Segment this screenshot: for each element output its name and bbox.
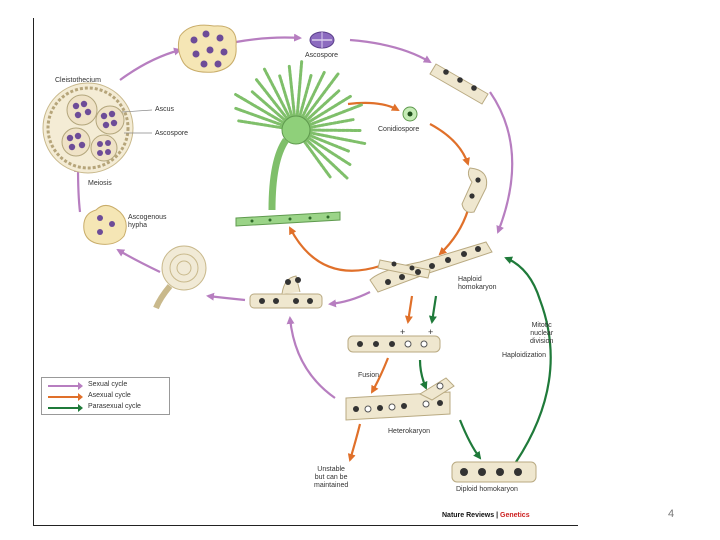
page-number: 4 bbox=[668, 508, 675, 520]
arrow-diploid-to-haploid bbox=[504, 256, 552, 463]
arrow-conidiophore-to-conidiospore bbox=[347, 101, 400, 111]
conidiophore bbox=[234, 58, 367, 227]
journal-credit: Nature Reviews | Genetics bbox=[442, 512, 530, 519]
label-ascogenous-hypha: Ascogenous hypha bbox=[128, 214, 167, 229]
arrow-haploid-to-plus-green bbox=[428, 295, 438, 324]
arrow-germ-to-haploid bbox=[438, 209, 470, 256]
arrow-cluster-to-ascospore bbox=[235, 33, 302, 44]
legend-label: Asexual cycle bbox=[88, 392, 131, 399]
arrow-conidiospore-to-germ bbox=[429, 123, 470, 166]
arrow-fused-to-coil bbox=[206, 292, 246, 302]
label-unstable: Unstable but can be maintained bbox=[314, 466, 349, 489]
haploid-homokaryon bbox=[369, 241, 493, 293]
fused-hyphae bbox=[249, 275, 323, 309]
conidia-chain bbox=[237, 119, 284, 130]
arrow-heterokaryon-to-diploid bbox=[458, 419, 482, 460]
label-plus-right: + bbox=[428, 327, 434, 337]
arrow-coil-to-ascogenous bbox=[116, 248, 161, 273]
conidia-chain bbox=[308, 131, 367, 145]
conidia-chain bbox=[307, 133, 352, 154]
conidia-chain bbox=[298, 72, 313, 118]
conidia-chain bbox=[304, 89, 341, 123]
conidia-chain bbox=[308, 118, 355, 129]
sexual-cycle-arrows bbox=[74, 33, 514, 399]
conidia-chain bbox=[302, 72, 340, 121]
arrow-heterokaryon-to-unstable bbox=[347, 423, 362, 462]
label-diploid-homokaryon: Diploid homokaryon bbox=[456, 486, 518, 493]
credit-separator: | bbox=[496, 512, 499, 519]
conidia-chain bbox=[302, 139, 332, 179]
conidia-chain bbox=[250, 90, 287, 123]
conidia-chain bbox=[287, 64, 296, 118]
arrow-ascospore-to-germ bbox=[349, 38, 432, 64]
frame-bottom-rule bbox=[33, 525, 578, 526]
conidia-chain bbox=[307, 103, 363, 127]
label-haploidization: Haploidization bbox=[502, 352, 546, 359]
label-heterokaryon: Heterokaryon bbox=[388, 428, 431, 435]
ascus-3 bbox=[61, 127, 91, 157]
label-conidiospore: Conidiospore bbox=[378, 126, 420, 133]
legend: Sexual cycle Asexual cycle Parasexual cy… bbox=[41, 377, 170, 415]
germinating-hypha-top bbox=[429, 63, 489, 105]
legend-swatch-asexual bbox=[48, 393, 83, 401]
label-ascus: Ascus bbox=[155, 106, 175, 113]
arrow-cleisto-to-ascus-cluster bbox=[119, 47, 182, 81]
conidia-chain bbox=[255, 78, 289, 121]
conidia-chain bbox=[295, 58, 304, 118]
label-fusion: Fusion bbox=[358, 372, 380, 379]
heterokaryon-hypha bbox=[345, 377, 455, 421]
conidia-chain bbox=[300, 71, 326, 119]
arrow-heterokaryon-to-fused bbox=[286, 316, 336, 399]
conidia-chain bbox=[306, 94, 352, 125]
ascus-2 bbox=[95, 105, 125, 135]
asexual-cycle-arrows bbox=[289, 101, 470, 462]
arrow-plus-to-heterokaryon-green bbox=[418, 359, 428, 390]
legend-swatch-sexual bbox=[48, 382, 83, 390]
label-meiosis: Meiosis bbox=[88, 180, 112, 187]
single-ascospore bbox=[309, 31, 335, 49]
label-cleistothecium: Cleistothecium bbox=[55, 77, 101, 84]
conidia-chain bbox=[262, 66, 292, 120]
arrow-ascogenous-to-cleisto bbox=[74, 164, 83, 213]
arrow-haploid-to-plus bbox=[404, 295, 414, 324]
arrow-germ-to-haploid bbox=[489, 91, 514, 234]
arrow-plus-to-heterokaryon bbox=[371, 357, 390, 394]
conidia-chain bbox=[306, 136, 352, 166]
diploid-homokaryon-hypha bbox=[451, 461, 537, 483]
legend-label: Sexual cycle bbox=[88, 381, 128, 388]
credit-section: Genetics bbox=[500, 512, 530, 519]
germinating-conidium bbox=[461, 167, 488, 213]
ascus-1 bbox=[66, 94, 98, 126]
coiled-ascogonium bbox=[153, 245, 207, 310]
ascus-4 bbox=[90, 134, 118, 162]
legend-label: Parasexual cycle bbox=[88, 403, 141, 410]
parasexual-cycle-arrows bbox=[418, 256, 552, 463]
label-plus-left: + bbox=[400, 327, 406, 337]
conidia-chain bbox=[304, 138, 349, 180]
ascogenous-hypha bbox=[83, 205, 127, 245]
legend-swatch-parasexual bbox=[48, 404, 83, 412]
cleistothecium-structure bbox=[42, 82, 153, 174]
label-mitotic-nuclear-division: Mitotic nuclear division bbox=[530, 322, 554, 345]
conidia-chain bbox=[277, 73, 294, 119]
conidia-chain bbox=[234, 106, 285, 127]
label-ascospore-inner: Ascospore bbox=[155, 130, 189, 137]
label-haploid-homokaryon: Haploid homokaryon bbox=[458, 276, 497, 291]
arrow-haploid-to-fused bbox=[328, 291, 371, 308]
released-ascus-cluster bbox=[177, 24, 237, 73]
heterokaryon-pair bbox=[347, 335, 441, 353]
conidiospore bbox=[402, 106, 418, 122]
arrow-haploid-to-conidiophore bbox=[289, 226, 381, 272]
conidia-chain bbox=[234, 93, 286, 125]
label-ascospore-top: Ascospore bbox=[305, 52, 339, 59]
credit-journal: Nature Reviews bbox=[442, 512, 495, 519]
frame-left-rule bbox=[33, 18, 34, 526]
